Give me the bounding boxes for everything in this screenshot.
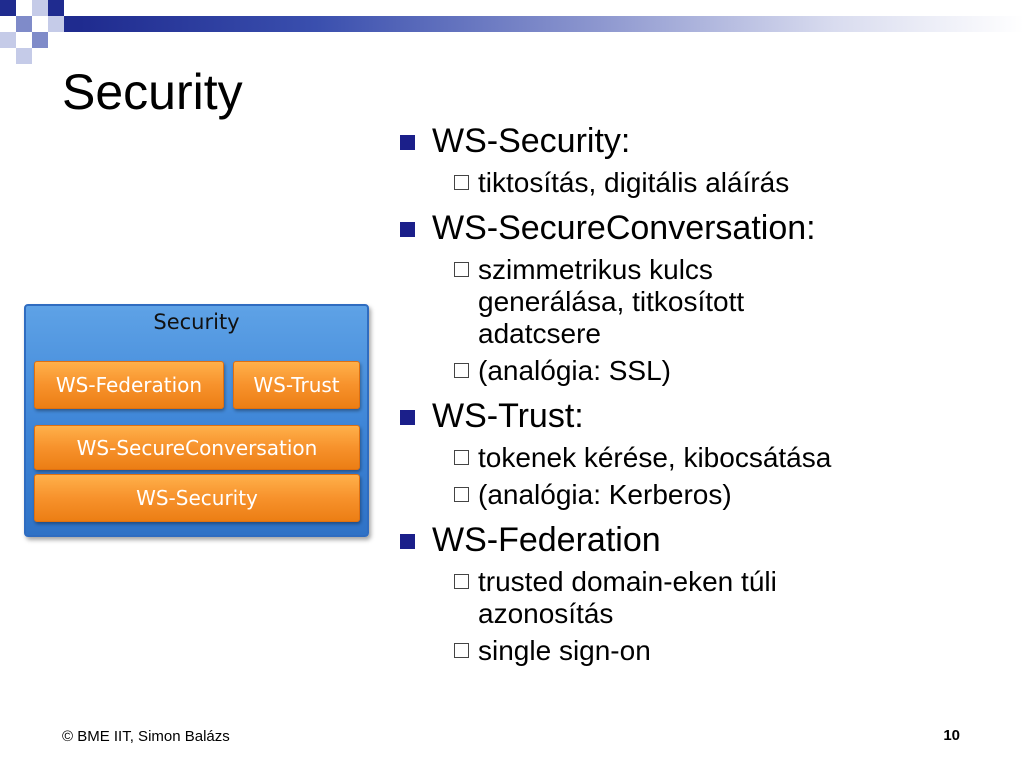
ws-federation-box: WS-Federation — [34, 361, 224, 409]
decor-square — [32, 32, 48, 48]
square-bullet-icon — [400, 410, 415, 425]
sub-bullet-text: trusted domain-eken túli azonosítás — [478, 566, 777, 629]
bullet-ws-trust: WS-Trust: tokenek kérése, kibocsátása (a… — [396, 395, 1016, 511]
hollow-square-bullet-icon — [454, 487, 469, 502]
square-bullet-icon — [400, 222, 415, 237]
decor-square — [48, 0, 64, 16]
sub-bullet: tiktosítás, digitális aláírás — [432, 167, 1016, 199]
ws-security-box: WS-Security — [34, 474, 360, 522]
sub-bullet: szimmetrikus kulcs generálása, titkosíto… — [432, 254, 808, 350]
hollow-square-bullet-icon — [454, 262, 469, 277]
header-decoration — [0, 0, 100, 70]
security-stack-diagram: Security WS-Federation WS-Trust WS-Secur… — [24, 304, 369, 537]
sub-bullet-text: tiktosítás, digitális aláírás — [478, 167, 790, 198]
sub-bullet-list: szimmetrikus kulcs generálása, titkosíto… — [432, 254, 1016, 387]
bullet-list: WS-Security: tiktosítás, digitális aláír… — [396, 120, 1016, 667]
bullet-ws-secureconversation: WS-SecureConversation: szimmetrikus kulc… — [396, 207, 1016, 387]
decor-square — [16, 48, 32, 64]
decor-square — [0, 0, 16, 16]
sub-bullet-list: tokenek kérése, kibocsátása (analógia: K… — [432, 442, 1016, 511]
hollow-square-bullet-icon — [454, 643, 469, 658]
decor-square — [48, 16, 64, 32]
hollow-square-bullet-icon — [454, 175, 469, 190]
bullet-text: WS-Federation — [432, 521, 661, 559]
sub-bullet: (analógia: SSL) — [432, 355, 1016, 387]
sub-bullet-text: (analógia: SSL) — [478, 355, 672, 386]
decor-square — [32, 0, 48, 16]
sub-bullet: (analógia: Kerberos) — [432, 479, 1016, 511]
sub-bullet-text: szimmetrikus kulcs generálása, titkosíto… — [478, 254, 745, 349]
bullet-ws-federation: WS-Federation trusted domain-eken túli a… — [396, 519, 1016, 667]
ws-trust-box: WS-Trust — [233, 361, 360, 409]
bullet-text: WS-Security: — [432, 122, 631, 160]
sub-bullet-text: tokenek kérése, kibocsátása — [478, 442, 832, 473]
slide-title: Security — [62, 64, 243, 120]
sub-bullet: tokenek kérése, kibocsátása — [432, 442, 1016, 474]
bullet-ws-security: WS-Security: tiktosítás, digitális aláír… — [396, 120, 1016, 199]
square-bullet-icon — [400, 135, 415, 150]
sub-bullet-list: trusted domain-eken túli azonosítás sing… — [432, 566, 1016, 667]
footer-copyright: © BME IIT, Simon Balázs — [62, 728, 230, 745]
bullet-text: WS-Trust: — [432, 397, 584, 435]
sub-bullet-text: single sign-on — [478, 635, 651, 666]
decor-square — [16, 16, 32, 32]
hollow-square-bullet-icon — [454, 363, 469, 378]
bullet-text: WS-SecureConversation: — [432, 209, 816, 247]
hollow-square-bullet-icon — [454, 450, 469, 465]
sub-bullet-list: tiktosítás, digitális aláírás — [432, 167, 1016, 199]
sub-bullet: trusted domain-eken túli azonosítás — [432, 566, 878, 630]
hollow-square-bullet-icon — [454, 574, 469, 589]
square-bullet-icon — [400, 534, 415, 549]
sub-bullet: single sign-on — [432, 635, 1016, 667]
header-gradient-bar — [80, 16, 1024, 32]
page-number: 10 — [943, 727, 960, 744]
decor-square — [64, 16, 80, 32]
decor-square — [0, 32, 16, 48]
ws-secureconversation-box: WS-SecureConversation — [34, 425, 360, 470]
diagram-title: Security — [153, 310, 240, 334]
sub-bullet-text: (analógia: Kerberos) — [478, 479, 732, 510]
